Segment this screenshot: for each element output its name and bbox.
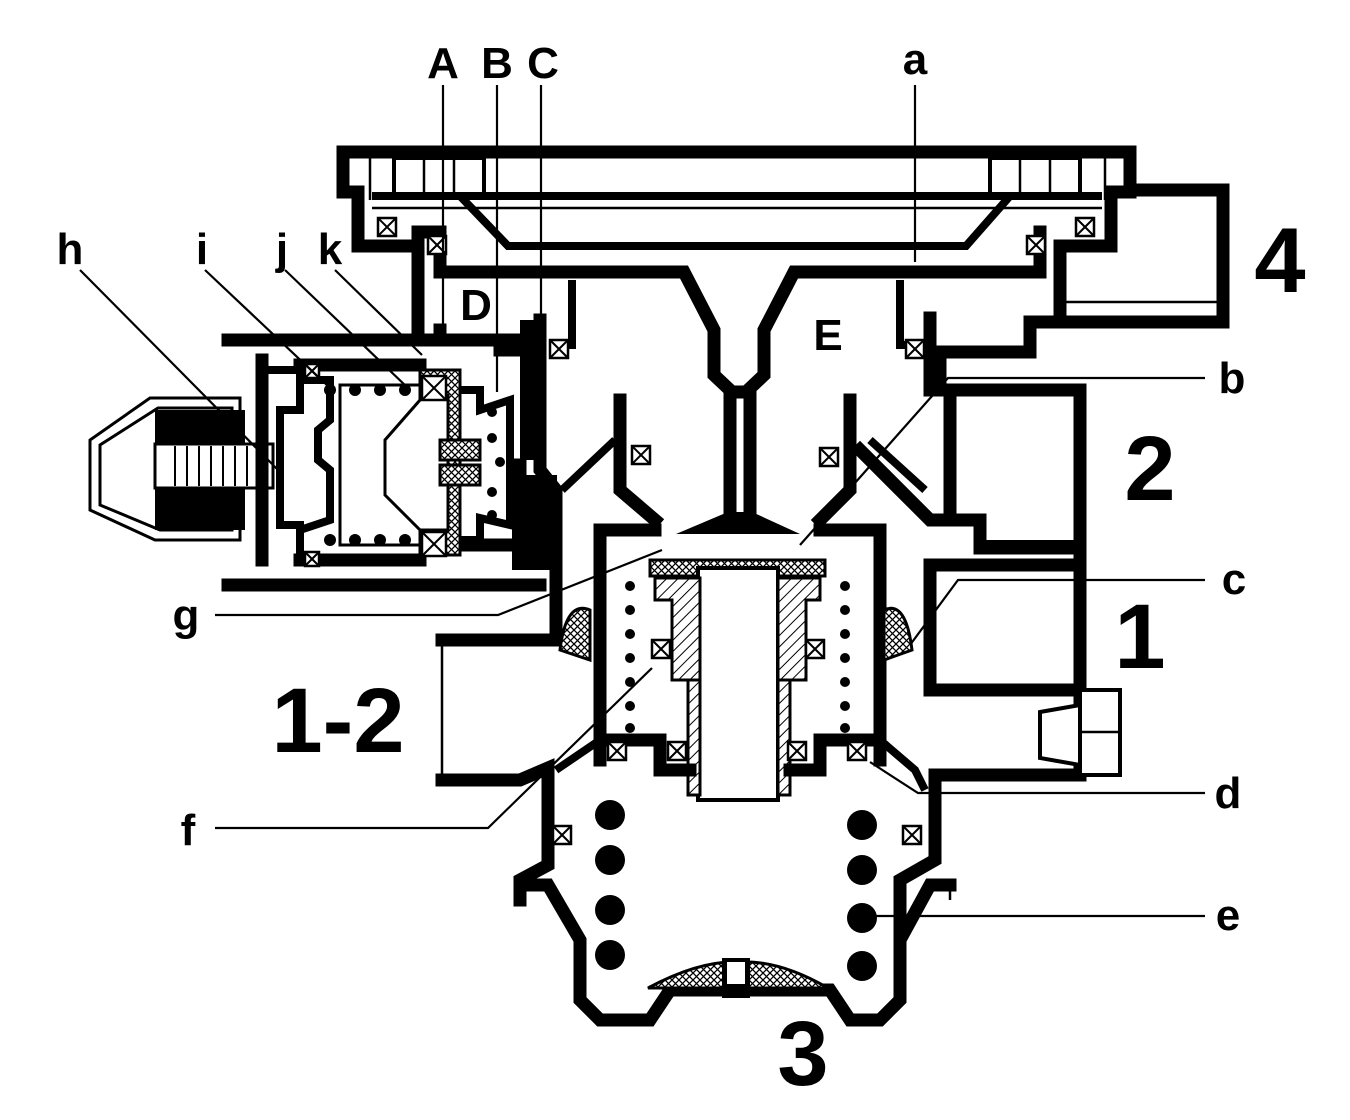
- label-e: e: [1216, 891, 1240, 940]
- seal-symbols: [303, 216, 1096, 846]
- label-c: c: [1222, 555, 1246, 604]
- port-label-1: 1: [1114, 586, 1165, 688]
- port-label-2: 2: [1124, 418, 1175, 520]
- port-label-1-2: 1-2: [272, 670, 405, 772]
- label-E: E: [813, 311, 842, 360]
- inner-spring-right: [840, 581, 850, 733]
- leader-j: [284, 269, 409, 389]
- port-fittings: [943, 383, 1122, 777]
- adjuster-spring: [324, 384, 411, 546]
- label-f: f: [181, 806, 196, 855]
- port-label-3: 3: [777, 1003, 828, 1105]
- adjusting-screw: [153, 442, 275, 490]
- top-cover: [336, 145, 1137, 253]
- leader-b: [799, 376, 1205, 546]
- label-C: C: [527, 39, 559, 88]
- label-h: h: [57, 225, 84, 274]
- exhaust-tube: [696, 566, 780, 802]
- label-a: a: [903, 35, 928, 84]
- leader-h: [79, 269, 281, 473]
- port-label-4: 4: [1254, 210, 1305, 312]
- inner-spring-left: [625, 581, 635, 733]
- leader-lines: [79, 85, 1205, 918]
- label-D: D: [460, 281, 492, 330]
- label-B: B: [481, 39, 513, 88]
- label-d: d: [1215, 769, 1242, 818]
- leader-f: [215, 667, 653, 830]
- label-j: j: [275, 225, 288, 274]
- label-b: b: [1219, 354, 1246, 403]
- leader-d: [869, 761, 1205, 795]
- label-g: g: [173, 591, 200, 640]
- cover-bolt-left: [392, 156, 486, 198]
- leader-c: [909, 578, 1205, 646]
- label-k: k: [318, 225, 343, 274]
- part-labels: A B C D E a b c d e f g h i j k 4 2 1 1-…: [57, 35, 1306, 1105]
- label-A: A: [427, 39, 459, 88]
- leader-k: [334, 269, 423, 356]
- label-i: i: [196, 225, 208, 274]
- cover-bolt-right: [988, 156, 1082, 198]
- leader-g: [215, 548, 663, 617]
- return-spring: [595, 800, 877, 981]
- valve-cartridge: [558, 523, 914, 802]
- leader-i: [204, 269, 331, 389]
